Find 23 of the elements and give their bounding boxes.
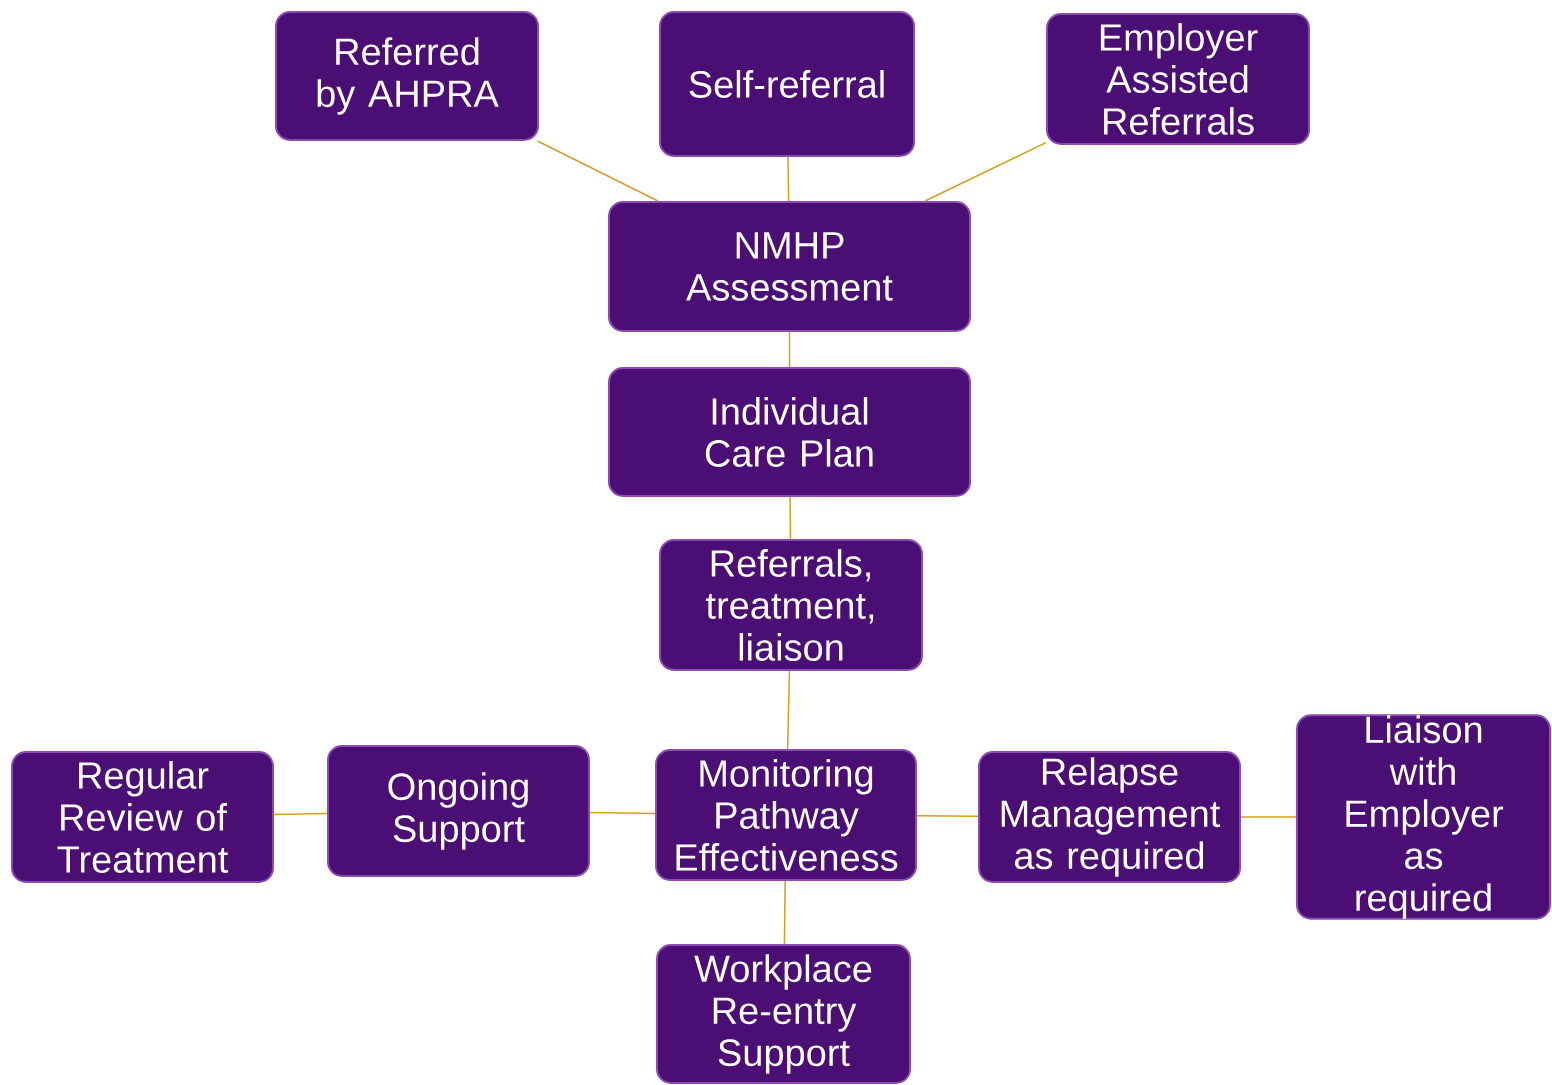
connector-line — [783, 880, 786, 945]
connector-line — [789, 496, 792, 540]
connector-line — [788, 331, 791, 368]
connector-line — [787, 156, 790, 202]
process-box: Ongoing Support — [327, 745, 590, 877]
connector-line — [589, 811, 656, 815]
process-box: Regular Review of Treatment — [11, 751, 274, 883]
process-box: Liaison with Employer as required — [1296, 714, 1551, 920]
connector-line — [786, 670, 791, 750]
process-box: Self-referral — [659, 11, 915, 157]
connector-line — [916, 815, 979, 817]
process-box: Referrals, treatment, liaison — [659, 539, 923, 671]
process-box: Individual Care Plan — [608, 367, 971, 497]
process-box: Workplace Re-entry Support — [656, 944, 911, 1084]
process-box: Employer Assisted Referrals — [1046, 13, 1310, 145]
process-box: NMHP Assessment — [608, 201, 971, 332]
connector-line — [1240, 816, 1297, 818]
connector-line — [273, 812, 328, 816]
connector-line — [924, 141, 1047, 202]
process-box: Monitoring Pathway Effectiveness — [655, 749, 917, 881]
process-box: Relapse Management as required — [978, 751, 1241, 883]
connector-line — [536, 140, 659, 202]
process-box: Referred by AHPRA — [275, 11, 539, 141]
